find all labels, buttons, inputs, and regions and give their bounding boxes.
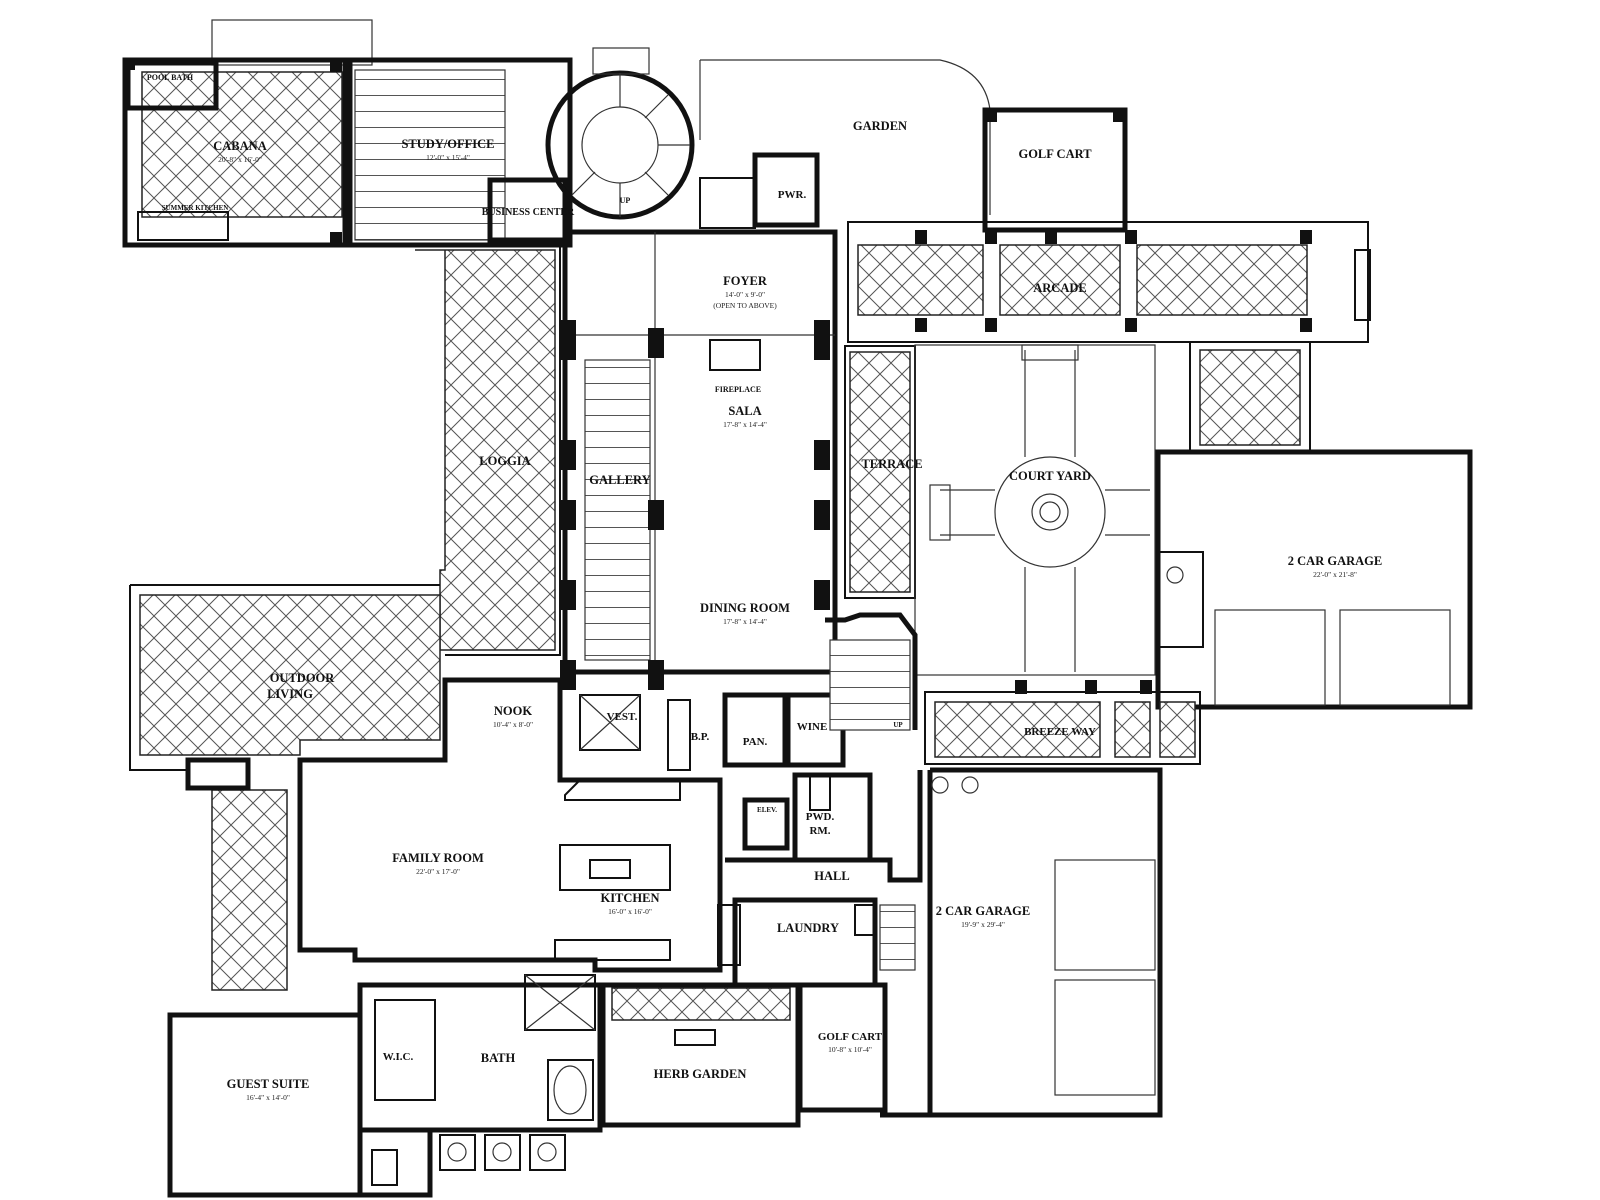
hall-laundry-area <box>717 770 923 988</box>
guest-suite-area <box>167 1012 433 1198</box>
golf-cart-top-area <box>982 107 1128 233</box>
label-arcade: ARCADE <box>1033 281 1086 295</box>
label-pwd-rm-1: PWD. <box>806 811 835 823</box>
label-wine: WINE <box>797 721 828 733</box>
label-study: STUDY/OFFICE <box>401 137 494 151</box>
bath-wic-area <box>357 974 603 1171</box>
dim-garage-right: 22'-0" x 21'-8" <box>1313 570 1357 579</box>
label-garage-right: 2 CAR GARAGE <box>1288 554 1382 568</box>
label-fireplace: FIREPLACE <box>715 385 761 394</box>
label-cabana: CABANA <box>213 139 266 153</box>
label-laundry: LAUNDRY <box>777 921 839 935</box>
powder-top <box>699 152 820 229</box>
label-golf-cart-bottom: GOLF CART <box>818 1031 883 1043</box>
cabana-area <box>122 19 373 248</box>
label-foyer: FOYER <box>723 274 768 288</box>
label-bath: BATH <box>481 1051 516 1065</box>
label-kitchen: KITCHEN <box>600 891 659 905</box>
label-garage-bottom: 2 CAR GARAGE <box>936 904 1030 918</box>
label-wic: W.I.C. <box>383 1051 414 1063</box>
label-hall: HALL <box>814 869 849 883</box>
label-outdoor-living-2: LIVING <box>267 687 313 701</box>
label-breeze-way: BREEZE WAY <box>1024 726 1096 738</box>
note-foyer: (OPEN TO ABOVE) <box>713 301 777 310</box>
label-bp: B.P. <box>691 731 710 743</box>
circular-stair <box>545 47 695 220</box>
label-garden: GARDEN <box>853 119 907 133</box>
family-kitchen-area <box>297 677 723 973</box>
dim-dining: 17'-8" x 14'-4" <box>723 617 767 626</box>
garage-right-area <box>1155 449 1473 710</box>
label-elev: ELEV. <box>757 806 777 814</box>
herb-golfcart-area <box>600 982 888 1128</box>
label-loggia: LOGGIA <box>479 454 530 468</box>
label-gallery: GALLERY <box>589 473 650 487</box>
label-family-room: FAMILY ROOM <box>392 851 484 865</box>
central-core <box>560 229 838 690</box>
dim-foyer: 14'-0" x 9'-0" <box>725 290 765 299</box>
label-dining: DINING ROOM <box>700 601 790 615</box>
service-core <box>722 692 873 863</box>
label-pan: PAN. <box>743 736 768 748</box>
label-up: UP <box>620 196 631 205</box>
label-business-center: BUSINESS CENTER <box>482 207 575 218</box>
label-outdoor-living-1: OUTDOOR <box>270 671 336 685</box>
label-golf-cart-top: GOLF CART <box>1018 147 1092 161</box>
label-pool-bath: POOL BATH <box>147 73 194 82</box>
dim-garage-bottom: 19'-9" x 29'-4" <box>961 920 1005 929</box>
label-sala: SALA <box>728 404 761 418</box>
courtyard-area <box>914 344 1156 676</box>
dim-nook: 10'-4" x 8'-0" <box>493 720 533 729</box>
label-nook: NOOK <box>494 704 532 718</box>
label-terrace: TERRACE <box>861 457 922 471</box>
side-stair <box>825 612 918 731</box>
dim-golf-cart-bottom: 10'-8" x 10'-4" <box>828 1045 872 1054</box>
label-pwr: PWR. <box>778 189 807 201</box>
terrace-area <box>844 345 916 599</box>
dim-study: 12'-0" x 15'-4" <box>426 153 470 162</box>
label-herb-garden: HERB GARDEN <box>654 1067 747 1081</box>
arcade-area <box>847 221 1371 453</box>
label-summer-kitchen: SUMMER KITCHEN <box>162 204 229 212</box>
label-vest: VEST. <box>607 711 638 723</box>
dim-sala: 17'-8" x 14'-4" <box>723 420 767 429</box>
label-court-yard: COURT YARD <box>1009 469 1091 483</box>
dim-cabana: 20'-8" x 16'-0" <box>218 155 262 164</box>
study-area <box>347 57 573 248</box>
dim-guest-suite: 16'-4" x 14'-0" <box>246 1093 290 1102</box>
label-up2: UP <box>893 721 903 729</box>
garage-bottom-area <box>880 767 1163 1118</box>
breezeway-area <box>924 680 1201 765</box>
label-guest-suite: GUEST SUITE <box>227 1077 310 1091</box>
label-pwd-rm-2: RM. <box>809 825 830 837</box>
outdoor-living-area <box>129 584 441 991</box>
dim-family-room: 22'-0" x 17'-0" <box>416 867 460 876</box>
labels: POOL BATH CABANA 20'-8" x 16'-0" SUMMER … <box>147 73 1382 1102</box>
dim-kitchen: 16'-0" x 16'-0" <box>608 907 652 916</box>
loggia-area <box>405 244 561 656</box>
garden-area <box>699 59 991 215</box>
